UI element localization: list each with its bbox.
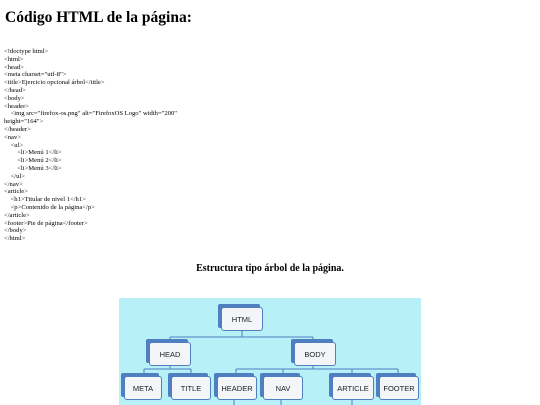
code-line: <h1>Titular de nivel 1</h1> [4, 196, 86, 204]
code-line: <p>Contenido de la página</p> [4, 203, 95, 211]
code-line: <title>Ejercicio opcional árbol</title> [4, 79, 105, 87]
code-line: <img src="firefox-os.png" alt="FirefoxOS… [4, 110, 177, 118]
code-line: height="164"> [4, 118, 44, 126]
code-line: </nav> [4, 180, 23, 188]
tree-node-head: HEAD [146, 339, 191, 366]
code-line: <li>Menú 3</li> [4, 164, 62, 172]
tree-node-body: BODY [291, 339, 336, 366]
tree-node-footer: FOOTER [376, 373, 419, 400]
code-line: <body> [4, 94, 25, 102]
connector-html [169, 331, 314, 342]
code-line: <!doctype html> [4, 48, 49, 55]
tree-caption: Estructura tipo árbol de la página. [196, 263, 344, 274]
tree-node-article: ARTICLE [329, 373, 374, 400]
code-line: <article> [4, 188, 28, 196]
code-line: </body> [4, 227, 27, 235]
code-line: <html> [4, 55, 24, 63]
code-line: <ul> [4, 141, 24, 149]
code-line: </html> [4, 235, 26, 243]
tree-node-title: TITLE [168, 373, 211, 400]
code-line: <head> [4, 63, 24, 71]
code-line: <li>Menú 2</li> [4, 157, 62, 165]
connector-body [235, 364, 399, 374]
code-line: <header> [4, 102, 30, 110]
code-line: </article> [4, 211, 30, 219]
code-line: <nav> [4, 133, 21, 141]
tree-node-html: HTML [218, 304, 263, 331]
tree-node-meta: META [121, 373, 162, 400]
code-line: <footer>Pie de página</footer> [4, 219, 88, 227]
tree-node-header: HEADER [214, 373, 257, 400]
code-line: <meta charset="utf-8"> [4, 71, 67, 79]
code-line: </head> [4, 86, 26, 94]
tree-node-nav: NAV [260, 373, 303, 400]
code-line: </header> [4, 125, 31, 133]
code-line: <li>Menú 1</li> [4, 149, 62, 157]
connector-head [143, 364, 192, 374]
page-heading: Código HTML de la página: [5, 9, 192, 26]
tree-diagram: HTML HEAD BODY META TITLE HEADER NAV ART… [119, 298, 421, 405]
tree-connectors [143, 331, 399, 405]
code-line: </ul> [4, 172, 25, 180]
code-listing: <!doctype html><html><head><meta charset… [4, 48, 219, 243]
